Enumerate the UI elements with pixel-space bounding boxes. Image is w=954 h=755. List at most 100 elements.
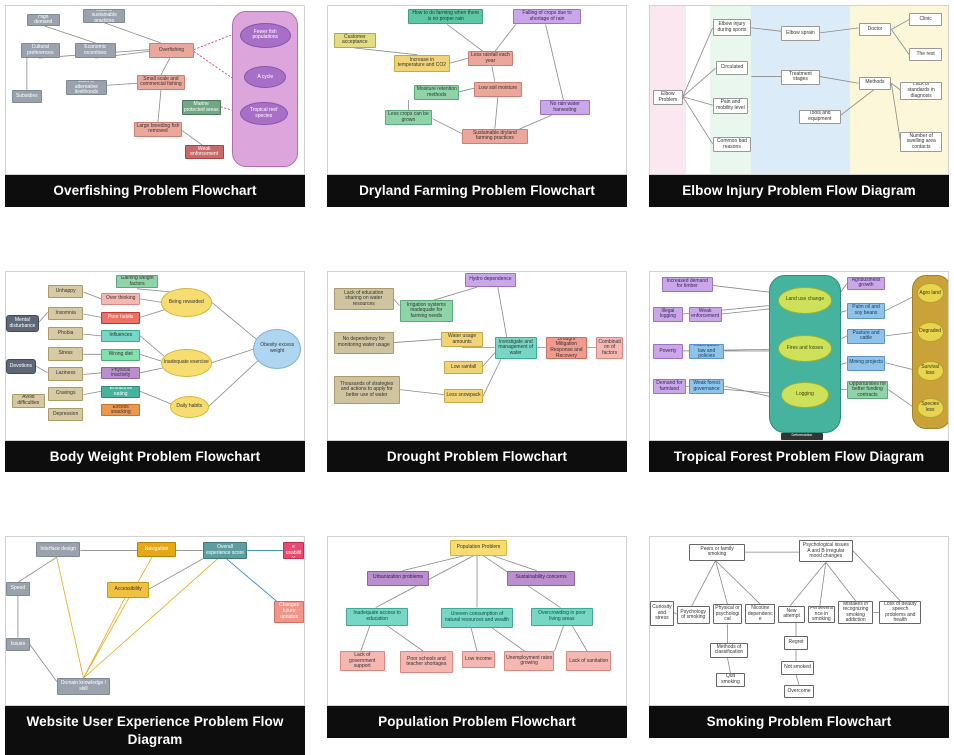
- diagram-ellipse-node: A cycle: [244, 66, 287, 89]
- diagram-box-node: Water usage amounts: [441, 332, 483, 348]
- diagram-box-node: Lack of standards in diagnosis: [900, 81, 943, 101]
- diagram-thumbnail[interactable]: How to do farming when there is no prope…: [327, 5, 627, 175]
- diagram-box-node: Number of swelling area contacts: [900, 132, 943, 153]
- diagram-thumbnail[interactable]: Interface design Navigation Overall experi…: [5, 536, 305, 707]
- diagram-box-node: Cravings: [47, 387, 84, 401]
- diagram-box-node: Unemployment rates growing: [503, 651, 555, 672]
- diagram-box-node: Issues: [6, 637, 30, 652]
- diagram-box-node: Sustainability concerns: [506, 570, 576, 586]
- diagram-box-node: Inadequate law and policies: [688, 343, 725, 359]
- diagram-box-node: Increase in temperature and CO2: [393, 54, 451, 72]
- diagram-box-node: Phobia: [47, 326, 84, 341]
- diagram-box-node: Demand for farmland: [652, 379, 686, 395]
- diagram-box-node: Peers or family smoking: [688, 543, 746, 561]
- diagram-box-node: Uneven consumption of natural resources …: [441, 607, 513, 628]
- diagram-title[interactable]: Elbow Injury Problem Flow Diagram: [649, 175, 949, 207]
- diagram-box-node: Deforestation: [781, 432, 823, 440]
- diagram-box-node: Drought Mitigation Response and Recovery: [545, 337, 588, 359]
- diagram-card[interactable]: How to do farming when there is no prope…: [327, 5, 627, 207]
- diagram-box-node: Circulated: [715, 61, 749, 75]
- diagram-box-node: How to do farming when there is no prope…: [408, 9, 483, 25]
- diagram-box-node: Regret: [784, 636, 808, 650]
- connector-lines: [6, 537, 304, 705]
- diagram-thumbnail[interactable]: Peers or family smoking Psychological iss…: [649, 536, 949, 707]
- diagram-box-node: Mining projects: [846, 355, 886, 371]
- diagram-box-node: Depression: [47, 407, 84, 422]
- diagram-ellipse-node: Daily habits: [169, 395, 209, 418]
- diagram-box-node: Devotions: [6, 358, 36, 375]
- diagram-box-node: Interface design: [35, 542, 81, 558]
- diagram-box-node: Over thinking: [101, 293, 141, 306]
- diagram-box-node: Poverty: [652, 343, 683, 359]
- connector-lines: [650, 537, 948, 705]
- diagram-box-node: Illegal logging: [652, 306, 683, 322]
- diagram-box-node: Unhappy: [47, 284, 84, 299]
- diagram-box-node: Loss of beauty speech problems and healt…: [879, 600, 922, 625]
- diagram-box-node: Tools and equipment: [799, 110, 841, 124]
- diagram-ellipse-node: Land use change: [778, 286, 832, 314]
- diagram-card[interactable]: Interface design Navigation Overall experi…: [5, 536, 305, 755]
- diagram-title[interactable]: Smoking Problem Flowchart: [649, 706, 949, 738]
- diagram-box-node: Less crops can be grown: [384, 110, 433, 126]
- diagram-box-node: Population Problem: [450, 540, 507, 556]
- diagram-box-node: Low soil moisture: [474, 81, 522, 97]
- diagram-box-node: Overfishing: [149, 42, 194, 59]
- diagram-box-node: Pasture and cattle: [846, 328, 886, 344]
- diagram-box-node: Inadequate access to education: [345, 607, 409, 627]
- diagram-box-node: Website usability: [283, 542, 304, 559]
- diagram-box-node: Pain and mobility level: [712, 98, 749, 114]
- diagram-box-node: Economic incentives: [74, 42, 117, 59]
- diagram-ellipse-node: Tropical reef species: [239, 101, 288, 126]
- diagram-title[interactable]: Body Weight Problem Flowchart: [5, 440, 305, 473]
- diagram-ellipse-node: Fires and losses: [778, 335, 832, 363]
- diagram-box-node: Elbow sprain: [781, 26, 820, 42]
- diagram-title[interactable]: Tropical Forest Problem Flow Diagram: [649, 440, 949, 473]
- diagram-box-node: Lack of alternative livelihoods: [65, 79, 108, 96]
- diagram-ellipse-node: Fewer fish populations: [239, 22, 291, 48]
- connector-lines: [328, 272, 626, 440]
- diagram-box-node: Domain knowledge / skill: [56, 678, 111, 695]
- diagram-box-node: Clinic: [909, 12, 943, 27]
- diagram-box-node: Weak enforcement: [688, 306, 722, 322]
- diagram-box-node: Less rainfall each year: [468, 51, 513, 67]
- diagram-title[interactable]: Dryland Farming Problem Flowchart: [327, 175, 627, 207]
- diagram-title[interactable]: Website User Experience Problem Flow Dia…: [5, 706, 305, 755]
- diagram-box-node: Weak enforcement: [184, 145, 224, 159]
- diagram-box-node: Curiosity and stress: [650, 600, 674, 627]
- diagram-box-node: Not smoked: [781, 661, 814, 675]
- diagram-box-node: Weak forest governance: [688, 379, 725, 395]
- diagram-box-node: Methods: [858, 76, 892, 90]
- diagram-title[interactable]: Population Problem Flowchart: [327, 706, 627, 738]
- diagram-box-node: Increased demand for timber: [661, 276, 713, 292]
- diagram-box-node: Psychological issues A and B irregular m…: [799, 540, 853, 563]
- diagram-box-node: Poor habits: [101, 311, 141, 324]
- diagram-title[interactable]: Overfishing Problem Flowchart: [5, 175, 305, 207]
- diagram-title[interactable]: Drought Problem Flowchart: [327, 440, 627, 473]
- diagram-box-node: High demand: [26, 14, 60, 27]
- diagram-box-node: Stress: [47, 347, 84, 361]
- diagram-box-node: Wrong diet: [101, 348, 141, 361]
- diagram-card[interactable]: Peers or family smoking Psychological iss…: [649, 536, 949, 755]
- diagram-box-node: Excess snacking: [101, 404, 141, 417]
- diagram-box-node: Perseverance in smoking: [807, 605, 835, 623]
- diagram-box-node: Gaining weight factors: [116, 274, 158, 289]
- diagram-box-node: Overall experience score: [202, 542, 248, 559]
- diagram-box-node: Accessibility: [107, 582, 150, 598]
- diagram-box-node: Investigate and management of water: [494, 337, 537, 359]
- diagram-ellipse-node: Logging: [781, 382, 829, 408]
- diagram-box-node: Nicotine dependence: [745, 604, 776, 625]
- diagram-box-node: Mental disturbance: [6, 315, 39, 333]
- diagram-box-node: Navigation: [137, 542, 176, 558]
